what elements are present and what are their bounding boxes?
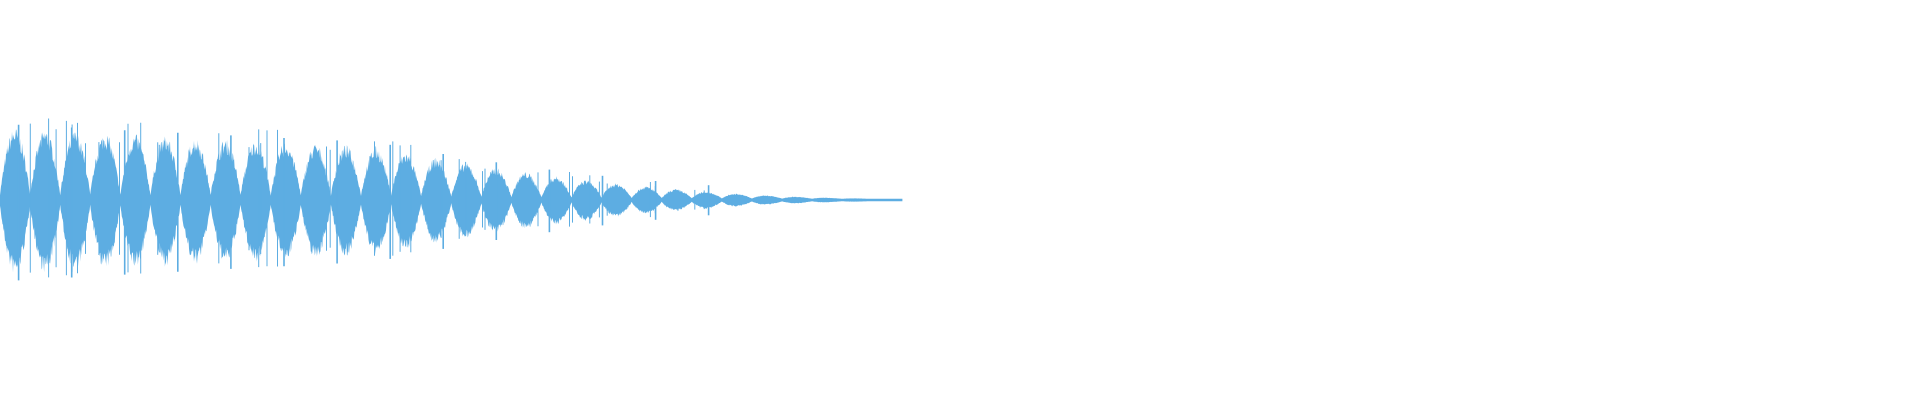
waveform-envelope [0,129,903,273]
waveform-transients [17,118,710,281]
